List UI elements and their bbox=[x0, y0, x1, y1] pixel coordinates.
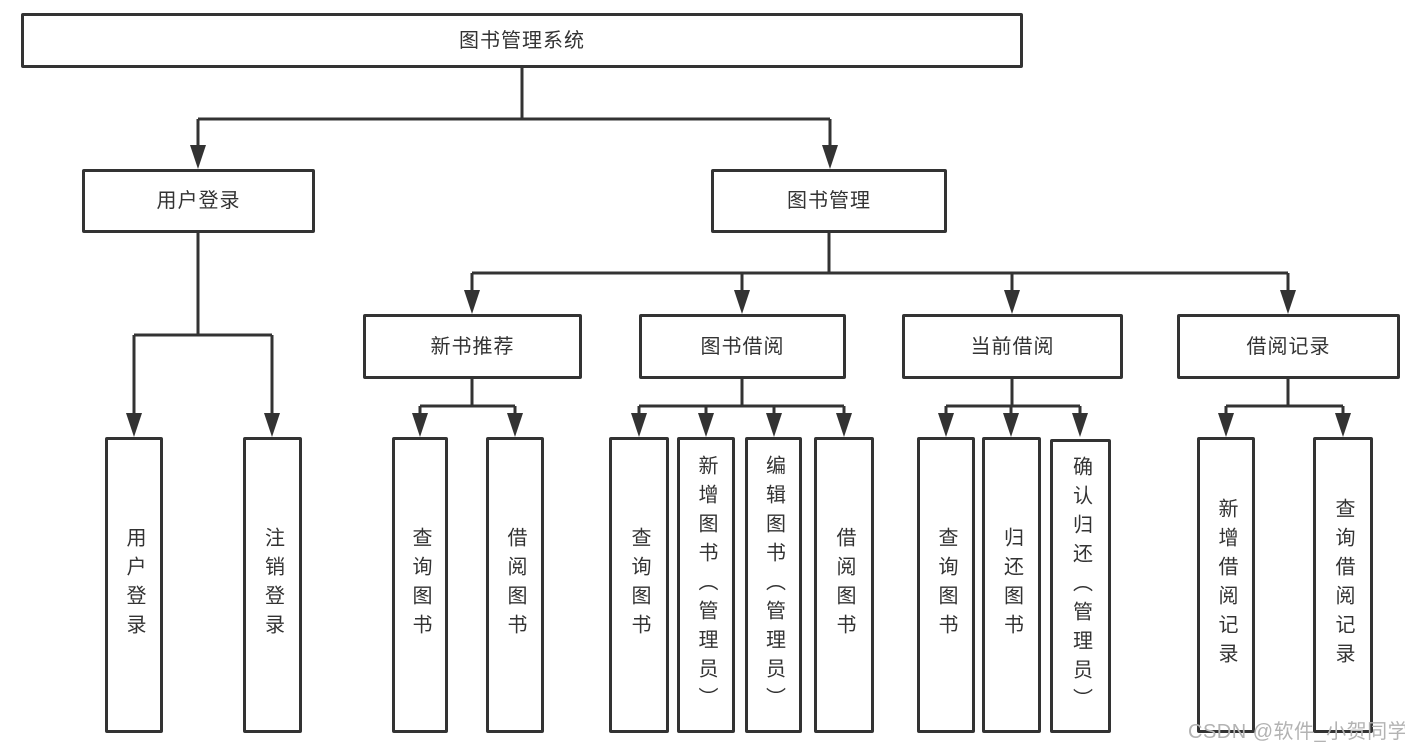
leaf-query-book-borrow: 查询图书 bbox=[609, 437, 669, 733]
node-label: 借阅记录 bbox=[1246, 335, 1331, 358]
connector-bookmgmt-to-level3 bbox=[470, 233, 1290, 293]
node-label: 新增图书（管理员） bbox=[695, 454, 717, 716]
node-label: 新书推荐 bbox=[430, 335, 515, 358]
arrowheads bbox=[126, 145, 1351, 437]
connector-userlogin-to-leaves bbox=[132, 233, 274, 416]
node-label: 当前借阅 bbox=[970, 335, 1055, 358]
node-label: 编辑图书（管理员） bbox=[762, 454, 785, 716]
node-label: 查询图书 bbox=[935, 527, 957, 643]
leaf-edit-book-admin: 编辑图书（管理员） bbox=[745, 437, 802, 733]
node-label: 新增借阅记录 bbox=[1215, 498, 1237, 672]
node-label: 图书借阅 bbox=[700, 335, 785, 358]
connector-newbook-to-leaves bbox=[418, 379, 517, 416]
node-library-management-system: 图书管理系统 bbox=[21, 13, 1023, 68]
node-label: 查询借阅记录 bbox=[1332, 498, 1354, 672]
node-book-management: 图书管理 bbox=[711, 169, 947, 233]
leaf-query-book-recommend: 查询图书 bbox=[392, 437, 448, 733]
leaf-return-book: 归还图书 bbox=[982, 437, 1041, 733]
node-book-borrow: 图书借阅 bbox=[639, 314, 846, 379]
node-label: 借阅图书 bbox=[833, 527, 855, 643]
leaf-add-book-admin: 新增图书（管理员） bbox=[677, 437, 735, 733]
node-label: 用户登录 bbox=[123, 527, 145, 643]
leaf-borrow-book-recommend: 借阅图书 bbox=[486, 437, 544, 733]
leaf-query-borrow-record: 查询借阅记录 bbox=[1313, 437, 1373, 733]
node-borrow-records: 借阅记录 bbox=[1177, 314, 1400, 379]
node-label: 查询图书 bbox=[628, 527, 650, 643]
leaf-logout: 注销登录 bbox=[243, 437, 302, 733]
csdn-watermark: CSDN @软件_小贺同学 bbox=[1188, 721, 1405, 743]
leaf-query-book-current: 查询图书 bbox=[917, 437, 975, 733]
leaf-borrow-book: 借阅图书 bbox=[814, 437, 874, 733]
node-label: 图书管理系统 bbox=[459, 29, 585, 52]
node-current-borrow: 当前借阅 bbox=[902, 314, 1123, 379]
connector-borrowrecords-to-leaves bbox=[1224, 379, 1345, 416]
leaf-confirm-return-admin: 确认归还（管理员） bbox=[1050, 439, 1111, 733]
node-label: 查询图书 bbox=[409, 527, 431, 643]
node-label: 注销登录 bbox=[261, 527, 284, 643]
node-user-login: 用户登录 bbox=[82, 169, 315, 233]
leaf-user-login: 用户登录 bbox=[105, 437, 163, 733]
connector-root-to-level2 bbox=[196, 66, 832, 148]
node-label: 用户登录 bbox=[156, 190, 241, 212]
connector-bookborrow-to-leaves bbox=[637, 379, 846, 416]
connector-currentborrow-to-leaves bbox=[944, 379, 1082, 416]
node-label: 归还图书 bbox=[1000, 527, 1023, 643]
leaf-add-borrow-record: 新增借阅记录 bbox=[1197, 437, 1255, 733]
node-label: 借阅图书 bbox=[504, 527, 526, 643]
node-label: 图书管理 bbox=[787, 190, 871, 212]
node-new-book-recommend: 新书推荐 bbox=[363, 314, 582, 379]
node-label: 确认归还（管理员） bbox=[1069, 455, 1092, 717]
